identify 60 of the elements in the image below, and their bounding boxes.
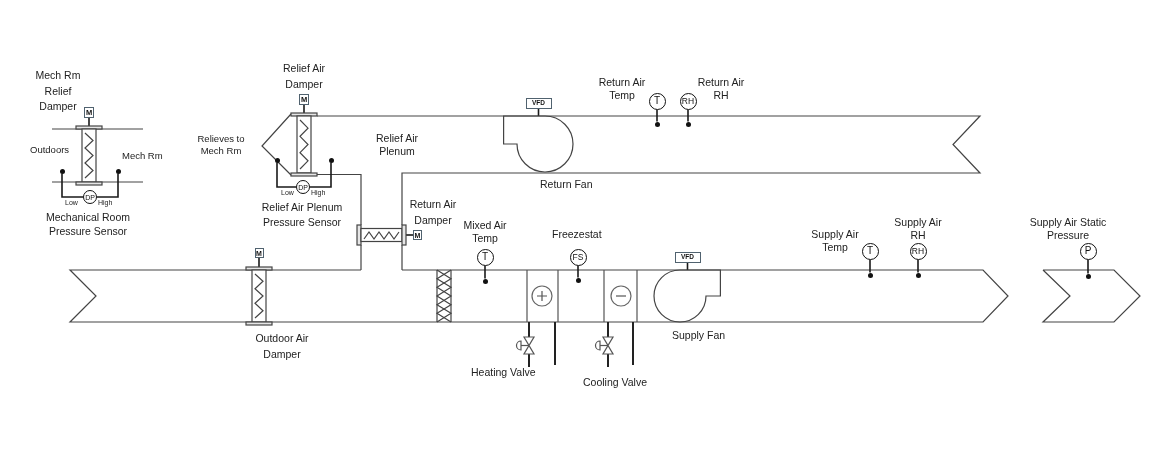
- actuator-link: [88, 117, 90, 127]
- damper-symbol: [246, 267, 272, 325]
- sensor-caption: Supply Air Temp: [810, 228, 860, 254]
- component-label: Cooling Valve: [583, 376, 647, 389]
- sensor-circle: RH: [679, 92, 697, 110]
- area-label: Outdoors: [30, 144, 70, 156]
- sensor-circle: T: [476, 248, 494, 266]
- component-label: Return Air Damper: [408, 197, 458, 228]
- dot-icon: [274, 157, 280, 163]
- sensor-stem: [869, 258, 871, 274]
- sensor-caption: Return Air RH: [697, 76, 745, 102]
- component-label: Return Fan: [540, 178, 593, 191]
- dot-icon: [1085, 273, 1091, 279]
- sensor-stem: [577, 264, 579, 279]
- fan-symbol: [503, 116, 574, 173]
- sensor-circle: FS: [569, 248, 587, 266]
- dot-icon: [575, 277, 581, 283]
- sensor-circle: RH: [909, 242, 927, 260]
- component-label: Heating Valve: [471, 366, 536, 379]
- dot-icon: [59, 168, 65, 174]
- fan-symbol: [654, 270, 721, 322]
- sensor-caption: Supply Air RH: [893, 216, 943, 242]
- sensor-caption: Freezestat: [552, 228, 602, 241]
- damper-symbol: [76, 126, 102, 185]
- dot-icon: [115, 168, 121, 174]
- sensor-caption: Mixed Air Temp: [462, 219, 508, 245]
- note-text: Relieves to Mech Rm: [196, 133, 246, 157]
- dot-icon: [654, 121, 660, 127]
- sensing-line: [61, 172, 84, 198]
- sensing-line: [96, 172, 119, 198]
- damper-symbol: [357, 225, 406, 245]
- sensor-circle: T: [648, 92, 666, 110]
- sensor-stem: [917, 258, 919, 274]
- sensor-caption: Return Air Temp: [598, 76, 646, 102]
- sensing-line: [309, 161, 332, 188]
- sensor-stem: [1087, 258, 1089, 275]
- component-label: Outdoor Air Damper: [254, 331, 310, 362]
- sensor-stem: [687, 108, 689, 123]
- actuator-link: [303, 104, 305, 114]
- sensor-circle: T: [861, 242, 879, 260]
- area-label: Relief Air Plenum: [375, 132, 419, 158]
- dot-icon: [915, 272, 921, 278]
- sensor-stem: [656, 108, 658, 123]
- component-label: Supply Fan: [672, 329, 726, 342]
- sensor-caption: Relief Air Plenum Pressure Sensor: [260, 200, 344, 230]
- area-label: Mech Rm: [122, 150, 163, 162]
- sensor-circle: P: [1079, 242, 1097, 260]
- dot-icon: [482, 278, 488, 284]
- actuator-link: [405, 234, 414, 236]
- sensor-caption: Mechanical Room Pressure Sensor: [44, 210, 131, 238]
- damper-symbol: [291, 113, 317, 176]
- sensor-stem: [484, 264, 486, 280]
- component-label: Mech Rm Relief Damper: [34, 68, 82, 114]
- sensing-line: [276, 161, 297, 188]
- dot-icon: [867, 272, 873, 278]
- actuator-link: [258, 257, 260, 268]
- sensor-caption: Supply Air Static Pressure: [1028, 216, 1108, 241]
- component-label: Relief Air Damper: [282, 61, 326, 92]
- dot-icon: [685, 121, 691, 127]
- dot-icon: [328, 157, 334, 163]
